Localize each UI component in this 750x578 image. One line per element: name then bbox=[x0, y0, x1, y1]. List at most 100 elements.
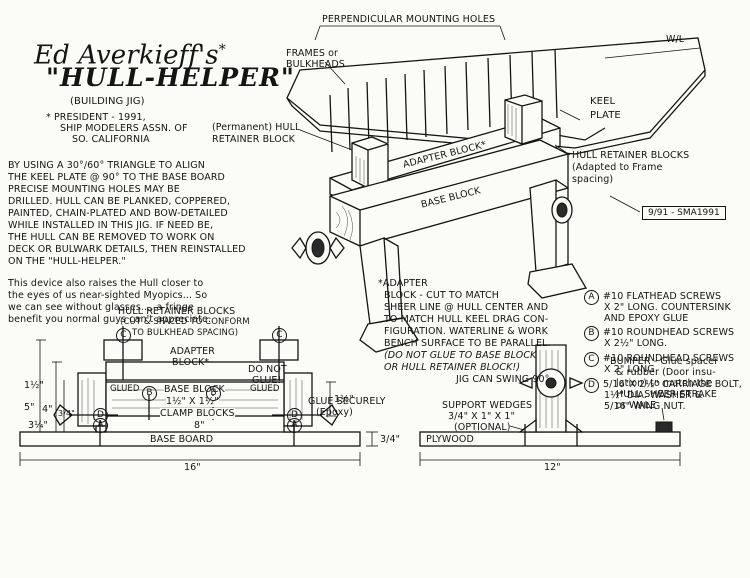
footnote-line-1: * PRESIDENT - 1991, bbox=[46, 112, 146, 123]
desc-line: BY USING A 30°/60° TRIANGLE TO ALIGN bbox=[8, 160, 205, 171]
leader-stamp bbox=[609, 195, 641, 213]
leader-bumper bbox=[661, 407, 665, 421]
callout-c-right: C bbox=[272, 328, 287, 343]
fv-base-block: BASE BLOCK bbox=[164, 384, 225, 395]
fv-do-not-glue-2: GLUE! bbox=[252, 375, 282, 386]
fv-dim-top: 1½" bbox=[24, 380, 44, 391]
part-c-line: #10 ROUNDHEAD SCREWS bbox=[603, 353, 735, 364]
part-key-c: C bbox=[584, 352, 599, 367]
keel-plate bbox=[286, 37, 706, 149]
wing-nut-right-iso bbox=[551, 196, 573, 224]
label-permanent-2: RETAINER BLOCK bbox=[212, 134, 295, 145]
note-line: benefit you normal guys can't appreciate… bbox=[8, 314, 212, 325]
sv-bumper-2: & rubber (Door insu- bbox=[616, 367, 716, 378]
fv-dim-four: 4" bbox=[42, 404, 53, 415]
desc-line: WHILE INSTALLED IN THIS JIG. IF NEED BE, bbox=[8, 220, 214, 231]
part-d-line2: 1½" DIA. WASHER & bbox=[604, 390, 703, 401]
sv-bumper-1: BUMPER - Glue spacer bbox=[610, 356, 719, 367]
desc-line: DECK OR BULWARK DETAILS, THEN REINSTALLE… bbox=[8, 244, 246, 255]
desc-line: PAINTED, CHAIN-PLATED AND BOW-DETAILED bbox=[8, 208, 228, 219]
leg-foot-left bbox=[359, 317, 420, 353]
adapter-note-line: BLOCK - CUT TO MATCH bbox=[384, 290, 499, 301]
keel-plate-edge bbox=[286, 70, 706, 155]
fv-dim-eight: 8" bbox=[194, 420, 205, 431]
label-retainer-right-1: HULL RETAINER BLOCKS bbox=[572, 150, 690, 161]
label-keel-1: KEEL bbox=[590, 96, 616, 107]
label-frames-2: BULKHEADS bbox=[286, 59, 345, 70]
stamp-box: 9/91 - SMA1991 bbox=[642, 206, 726, 220]
part-b: B #10 ROUNDHEAD SCREWS bbox=[584, 326, 734, 341]
note-line: we can see without glasses..., a fringe bbox=[8, 302, 194, 313]
sv-wedges-2: 3/4" X 1" X 1" bbox=[448, 411, 515, 422]
fv-retainer-1: HULL RETAINER BLOCKS bbox=[118, 306, 236, 317]
leader-permanent bbox=[299, 129, 353, 151]
note-line: This device also raises the Hull closer … bbox=[8, 278, 204, 289]
wing-front-right bbox=[318, 404, 339, 426]
part-d-line: 5/16"X 2½" CARRIAGE BOLT, bbox=[603, 379, 742, 390]
note-line: the eyes of us near-sighted Myopics... S… bbox=[8, 290, 208, 301]
sv-width: 12" bbox=[544, 462, 561, 473]
leader-keel bbox=[559, 109, 581, 121]
adapter-note-line: BENCH SURFACE TO BE PARALLEL. bbox=[384, 338, 551, 349]
sv-bumper-4: HULL SHEER STRAKE bbox=[616, 389, 717, 400]
part-c-line2: X 2" LONG bbox=[604, 364, 655, 375]
label-frames-1: FRAMES or bbox=[286, 48, 339, 59]
label-retainer-right-3: spacing) bbox=[572, 174, 614, 185]
sv-bumper-3: lation) to match the bbox=[616, 378, 713, 389]
fv-dim-three-quarter: 3/4" bbox=[58, 409, 75, 418]
dimensions-front bbox=[19, 339, 378, 466]
title-name: "HULL-HELPER" bbox=[46, 63, 295, 92]
sv-bumper-5: or WALE bbox=[616, 400, 657, 411]
retainer-block-right bbox=[504, 94, 543, 145]
label-perpendicular-holes: PERPENDICULAR MOUNTING HOLES bbox=[322, 14, 496, 25]
part-c: C #10 ROUNDHEAD SCREWS bbox=[584, 352, 734, 367]
fv-dim-three-q: 3¼" bbox=[28, 420, 48, 431]
adapter-note-line: FIGURATION. WATERLINE & WORK bbox=[384, 326, 548, 337]
sv-wedges-3: (OPTIONAL) bbox=[454, 422, 511, 433]
fv-retainer-3: TO BULKHEAD SPACING) bbox=[132, 328, 239, 338]
leg-foot-right bbox=[527, 263, 588, 299]
fv-dim-one-half: 1½" bbox=[334, 394, 354, 405]
part-key-d: D bbox=[584, 378, 599, 393]
label-permanent-1: (Permanent) HULL bbox=[212, 122, 301, 133]
part-d: D 5/16"X 2½" CARRIAGE BOLT, bbox=[584, 378, 742, 393]
adapter-note-line: OR HULL RETAINER BLOCK!) bbox=[384, 362, 521, 373]
part-key-b: B bbox=[584, 326, 599, 341]
fv-adapter-1: ADAPTER bbox=[170, 346, 215, 357]
part-b-line: #10 ROUNDHEAD SCREWS bbox=[603, 327, 735, 338]
footnote-line-3: SO. CALIFORNIA bbox=[72, 134, 150, 145]
support-wedge-right bbox=[565, 418, 584, 433]
fv-base-board: BASE BOARD bbox=[150, 434, 214, 445]
part-a-line2: X 2" LONG. COUNTERSINK bbox=[604, 302, 731, 313]
bumper bbox=[655, 421, 673, 433]
title-subtitle: (BUILDING JIG) bbox=[70, 96, 145, 107]
desc-line: DRILLED. HULL CAN BE PLANKED, COPPERED, bbox=[8, 196, 231, 207]
adapter-note-line: *ADAPTER bbox=[378, 278, 428, 289]
label-retainer-right-2: (Adapted to Frame bbox=[572, 162, 663, 173]
callout-b-left: B bbox=[142, 386, 157, 401]
fv-do-not-glue-1: DO NOT bbox=[248, 364, 287, 375]
fv-glue-securely-1: GLUE SECURELY bbox=[308, 396, 386, 407]
adapter-note-line: SHEER LINE @ HULL CENTER AND bbox=[384, 302, 549, 313]
callout-a-left: A bbox=[93, 418, 108, 433]
fv-dim-sixteen: 16" bbox=[184, 462, 201, 473]
callout-c-left: C bbox=[116, 328, 131, 343]
part-d-line3: 5/16" WING NUT. bbox=[604, 401, 686, 412]
leader-retainer bbox=[554, 144, 571, 156]
leader-wedges bbox=[509, 425, 525, 431]
leg-right-iso bbox=[529, 179, 557, 273]
waterline-line bbox=[604, 47, 701, 59]
sv-plywood: PLYWOOD bbox=[426, 434, 474, 445]
fv-dim-board: 3/4" bbox=[380, 434, 401, 445]
desc-line: THE HULL CAN BE REMOVED TO WORK ON bbox=[8, 232, 215, 243]
callout-b-right: B bbox=[206, 386, 221, 401]
retainer-block-left bbox=[351, 136, 389, 189]
part-a-line3: AND EPOXY GLUE bbox=[604, 313, 689, 324]
desc-line: PRECISE MOUNTING HOLES MAY BE bbox=[8, 184, 180, 195]
fv-glued-right: GLUED bbox=[250, 384, 280, 394]
fv-dim-five: 5" bbox=[24, 402, 35, 413]
fv-glue-securely-2: (Epoxy) bbox=[316, 407, 353, 418]
desc-line: ON THE "HULL-HELPER." bbox=[8, 256, 126, 267]
